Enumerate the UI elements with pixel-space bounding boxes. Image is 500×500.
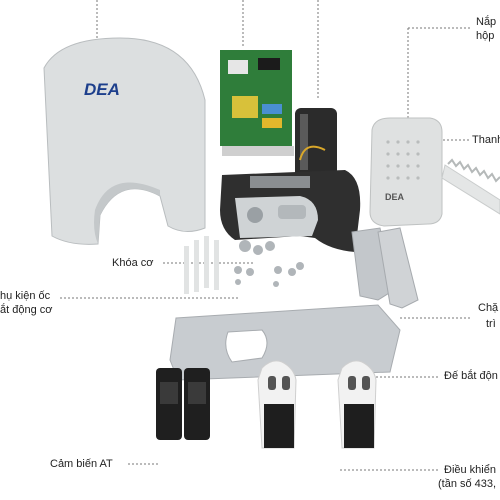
svg-text:DEA: DEA <box>84 80 120 99</box>
photocell-sensors <box>156 368 210 440</box>
motor-unit <box>220 108 361 252</box>
label-stopper-line2: trì <box>486 318 496 330</box>
label-stopper-line1: Chặ <box>478 302 499 314</box>
label-lock: Khóa cơ <box>112 257 154 269</box>
svg-text:DEA: DEA <box>385 192 405 202</box>
label-accessories-line1: hụ kiện ốc <box>0 290 51 302</box>
remote-controls <box>257 360 377 449</box>
stopper-brackets <box>351 227 419 309</box>
label-cover-box-line1: Nắp <box>476 16 497 28</box>
label-base-plate: Đế bắt độn <box>444 370 498 382</box>
accessory-parts <box>184 236 304 294</box>
base-plate <box>169 304 401 381</box>
label-sensor: Cảm biến AT <box>50 458 113 470</box>
receiver-box: DEA <box>369 117 443 227</box>
label-accessories-line2: ắt động cơ <box>0 304 53 316</box>
gear-rack <box>441 158 500 215</box>
label-remote-line2: (tần số 433, <box>438 478 497 490</box>
control-board <box>220 50 294 156</box>
motor-cover: DEA <box>43 37 206 245</box>
label-remote-line1: Điều khiển <box>444 464 496 476</box>
label-rack: Thanh <box>472 134 500 146</box>
label-cover-box-line2: hộp <box>476 30 495 42</box>
